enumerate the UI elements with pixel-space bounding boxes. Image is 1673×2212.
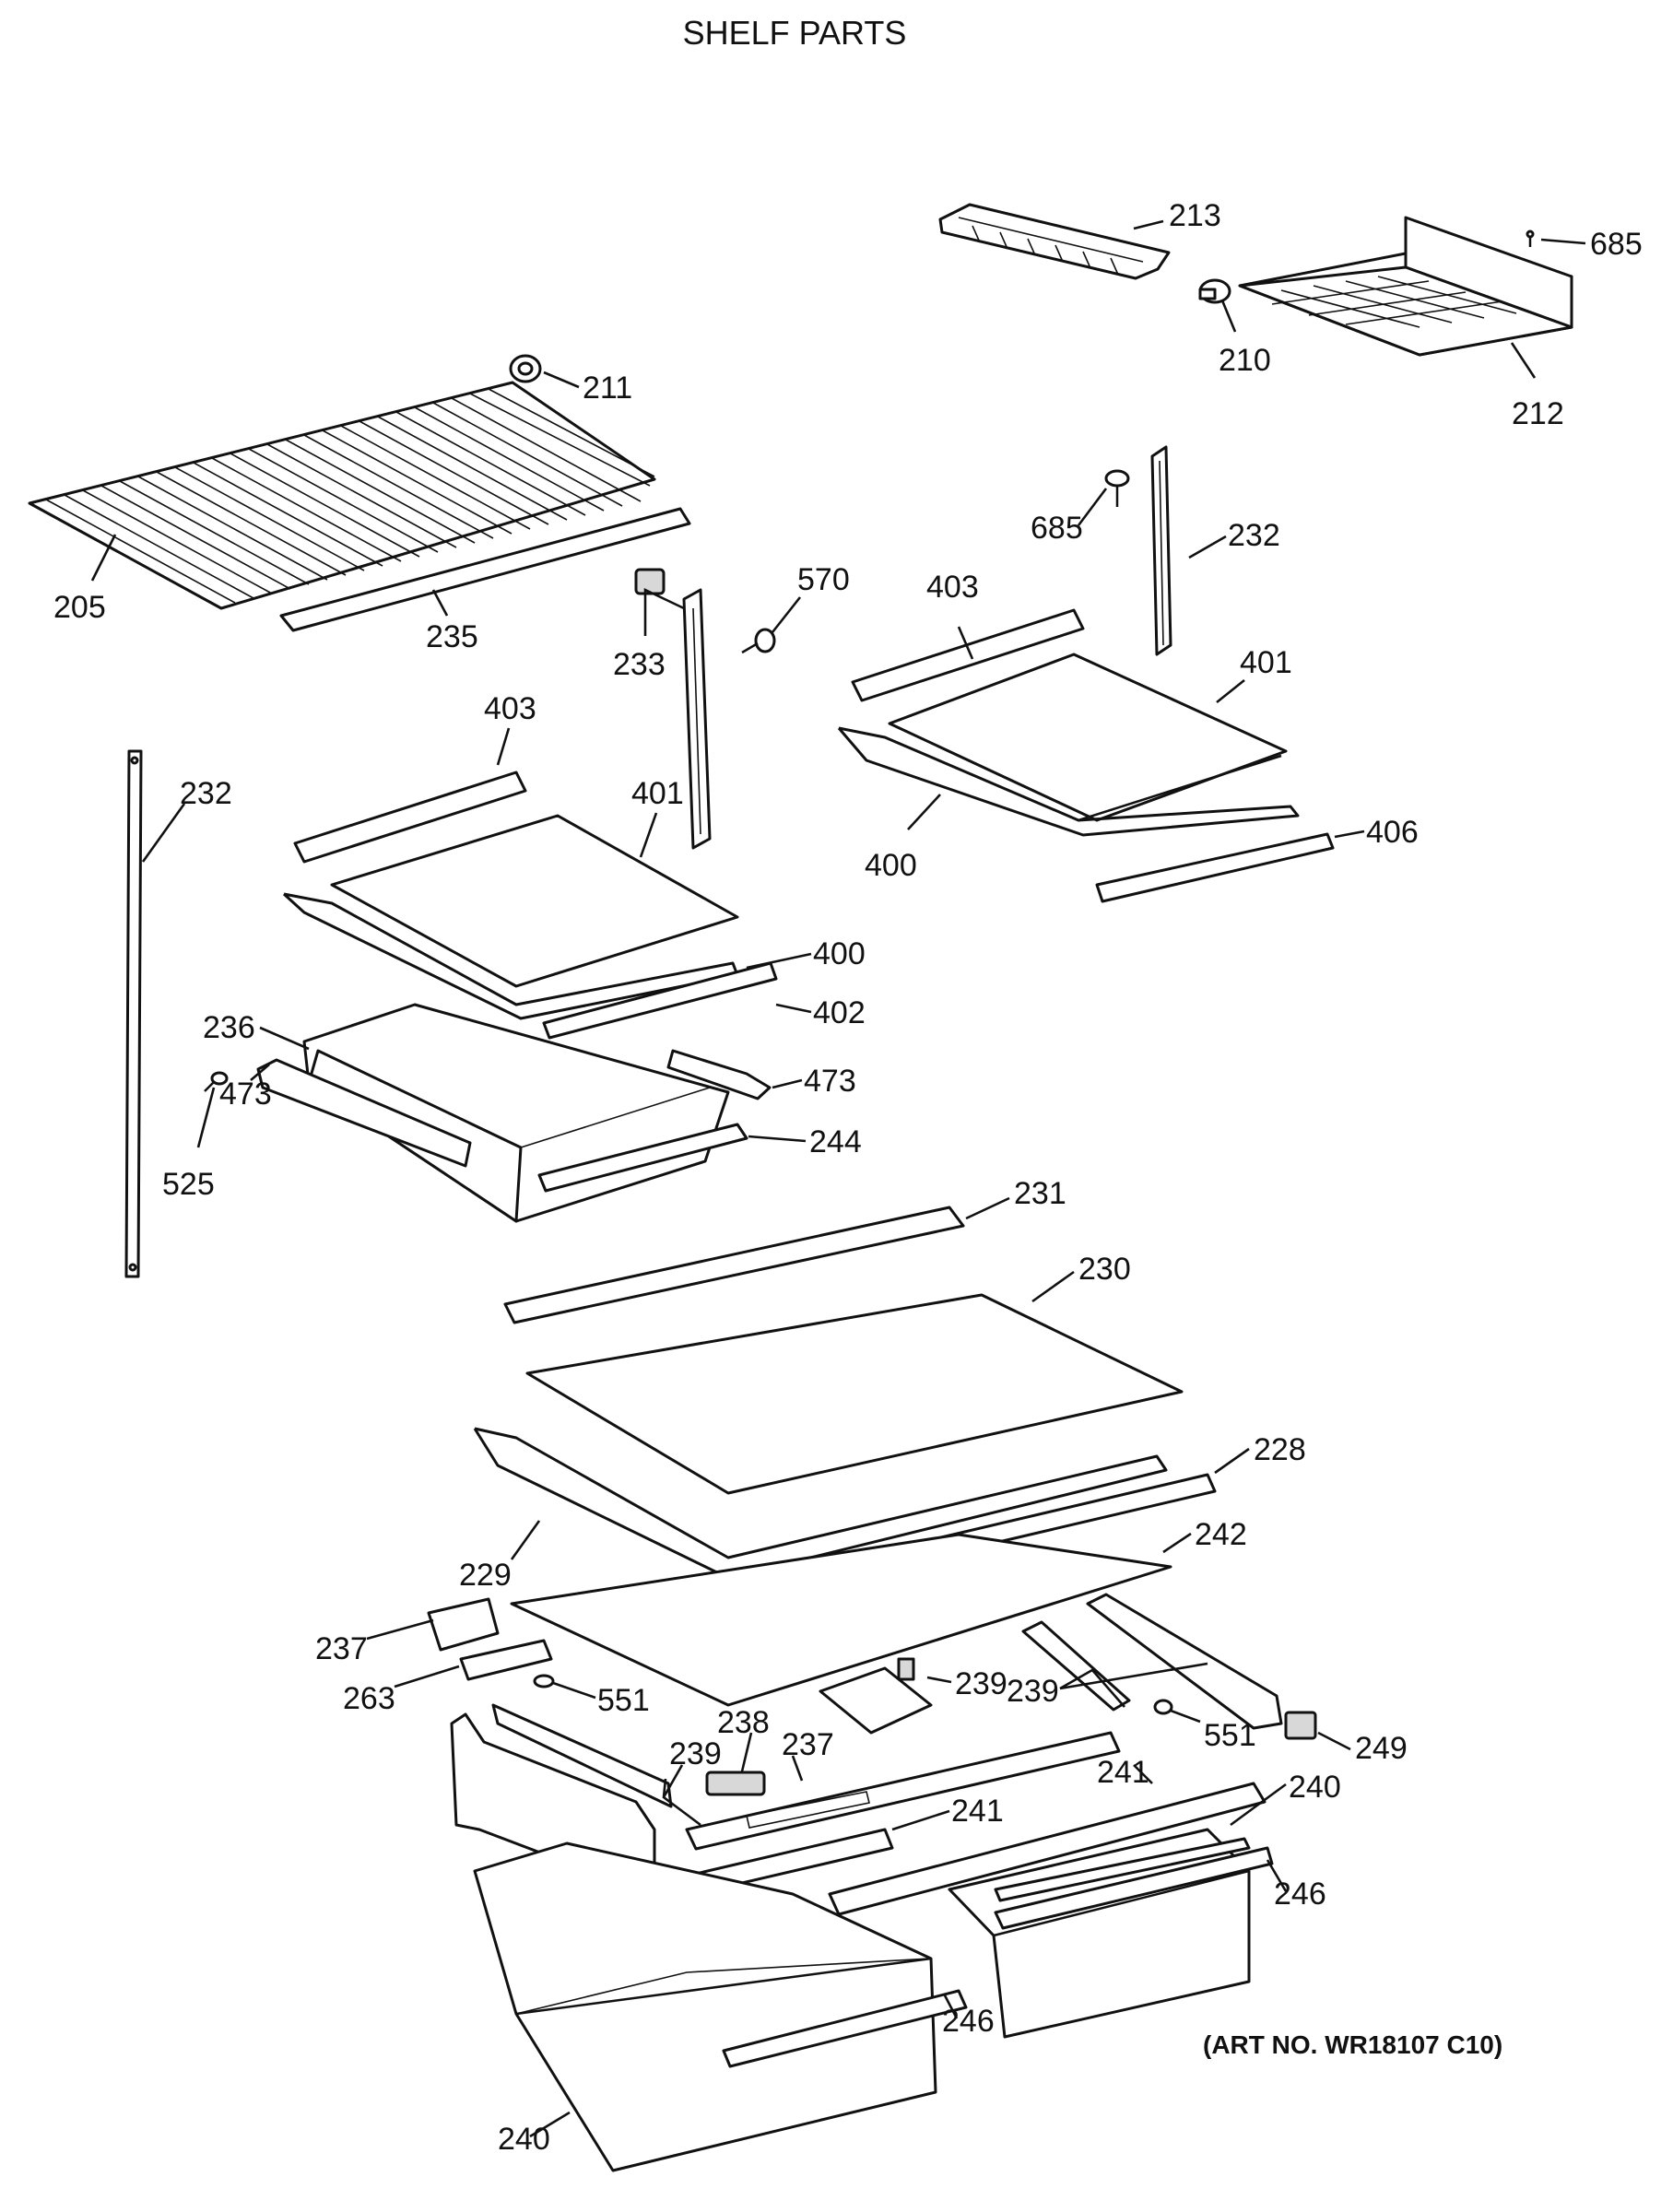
callout-240-left: 240 [498, 2122, 550, 2157]
shelf-ladder-232-right [1150, 445, 1172, 656]
callout-246-left: 246 [942, 2004, 995, 2039]
callout-685-mid: 685 [1031, 511, 1083, 546]
wire-shelf-205 [28, 381, 656, 610]
callout-228: 228 [1254, 1432, 1306, 1467]
callout-246-right: 246 [1274, 1877, 1326, 1912]
art-number: (ART NO. WR18107 C10) [1203, 2030, 1502, 2059]
callout-685-top: 685 [1590, 227, 1643, 262]
callout-239-left: 239 [669, 1736, 722, 1771]
drawer-rail-473-right [666, 1049, 772, 1100]
callout-403-left: 403 [484, 691, 536, 726]
crisper-drawer-240-left [473, 1841, 937, 2172]
callout-249: 249 [1355, 1731, 1408, 1766]
shelf-trim-231 [503, 1206, 965, 1324]
handle-246-left [722, 1989, 968, 2068]
screw-685-top [1526, 229, 1535, 247]
handle-246-right [994, 1846, 1274, 1930]
callout-402: 402 [813, 995, 866, 1030]
bracket-239-mid [819, 1657, 933, 1735]
callout-401-right: 401 [1240, 645, 1292, 680]
screw-525 [204, 1071, 229, 1092]
latch-249 [1284, 1711, 1317, 1740]
spacer-211 [509, 354, 542, 383]
callout-525: 525 [162, 1167, 215, 1202]
drawer-rail-244 [537, 1123, 748, 1193]
callout-400-left: 400 [813, 936, 866, 971]
shelf-trim-403-left [293, 771, 527, 864]
callout-400-right: 400 [865, 848, 917, 883]
callout-236: 236 [203, 1010, 255, 1045]
drawer-side-239-left [450, 1703, 673, 1882]
callout-239-mid: 239 [955, 1666, 1007, 1701]
shelf-trim-402 [542, 961, 778, 1040]
drawer-trim-241-right [828, 1782, 1267, 1916]
drawer-support-238 [705, 1771, 766, 1796]
glass-shelf-401-left [330, 814, 739, 988]
callout-232-right: 232 [1228, 518, 1280, 553]
callout-239-right: 239 [1007, 1674, 1059, 1709]
callout-403-right: 403 [926, 570, 979, 605]
shelf-frame-400-left [282, 892, 739, 1020]
callout-212: 212 [1512, 396, 1564, 431]
rail-237-left [427, 1597, 500, 1652]
callout-230: 230 [1078, 1252, 1131, 1287]
callout-473-right: 473 [804, 1064, 856, 1099]
callout-237-left: 237 [315, 1631, 368, 1666]
shelf-trim-403-right [851, 608, 1085, 702]
shelf-ladder-232-left [124, 749, 143, 1278]
glass-shelf-230 [525, 1293, 1184, 1495]
callout-235: 235 [426, 619, 478, 654]
callout-241-left: 241 [951, 1794, 1004, 1829]
callout-205: 205 [53, 590, 106, 625]
callout-406: 406 [1366, 815, 1419, 850]
callout-210: 210 [1219, 343, 1271, 378]
ice-tray-213 [938, 203, 1171, 280]
callout-570: 570 [797, 562, 850, 597]
callout-229: 229 [459, 1558, 512, 1593]
callout-237-mid: 237 [782, 1727, 834, 1762]
callout-401-left: 401 [631, 776, 684, 811]
callout-551-left: 551 [597, 1683, 650, 1718]
callout-213: 213 [1169, 198, 1221, 233]
shelf-ladder-232-mid [682, 588, 712, 850]
screw-570 [741, 628, 776, 654]
callout-242: 242 [1195, 1517, 1247, 1552]
screw-685-mid [1104, 469, 1130, 507]
callout-241-right: 241 [1097, 1755, 1149, 1790]
callout-231: 231 [1014, 1176, 1066, 1211]
shelf-trim-235 [279, 507, 691, 632]
callout-238: 238 [717, 1705, 770, 1740]
callout-labels: 213 685 210 212 211 205 235 685 232 570 … [53, 198, 1643, 2157]
callout-473-left: 473 [219, 1077, 272, 1112]
crisper-cover-glass-242 [510, 1533, 1172, 1707]
shelf-frame-400-right [837, 726, 1300, 837]
callout-211: 211 [583, 371, 632, 406]
drawer-rail-473-left [256, 1058, 472, 1168]
bracket-239-right [1021, 1593, 1283, 1730]
rail-237-mid [685, 1731, 1121, 1851]
ice-bin-212 [1238, 216, 1573, 357]
clip-233 [634, 568, 666, 595]
screw-551-left [533, 1674, 555, 1688]
screw-551-right [1153, 1699, 1173, 1715]
leader-lines [90, 219, 1586, 2138]
callout-233: 233 [613, 647, 666, 682]
callout-263: 263 [343, 1681, 395, 1716]
callout-240-right: 240 [1289, 1770, 1341, 1805]
callout-551-right: 551 [1204, 1718, 1256, 1753]
callout-244: 244 [809, 1124, 862, 1159]
shelf-frame-229 [473, 1427, 1168, 1580]
glass-shelf-401-right [888, 653, 1288, 822]
shelf-trim-406 [1095, 832, 1335, 903]
diagram-title: SHELF PARTS [683, 14, 907, 52]
clip-210 [1198, 278, 1231, 304]
rail-263 [459, 1639, 553, 1681]
callout-232-left: 232 [180, 776, 232, 811]
